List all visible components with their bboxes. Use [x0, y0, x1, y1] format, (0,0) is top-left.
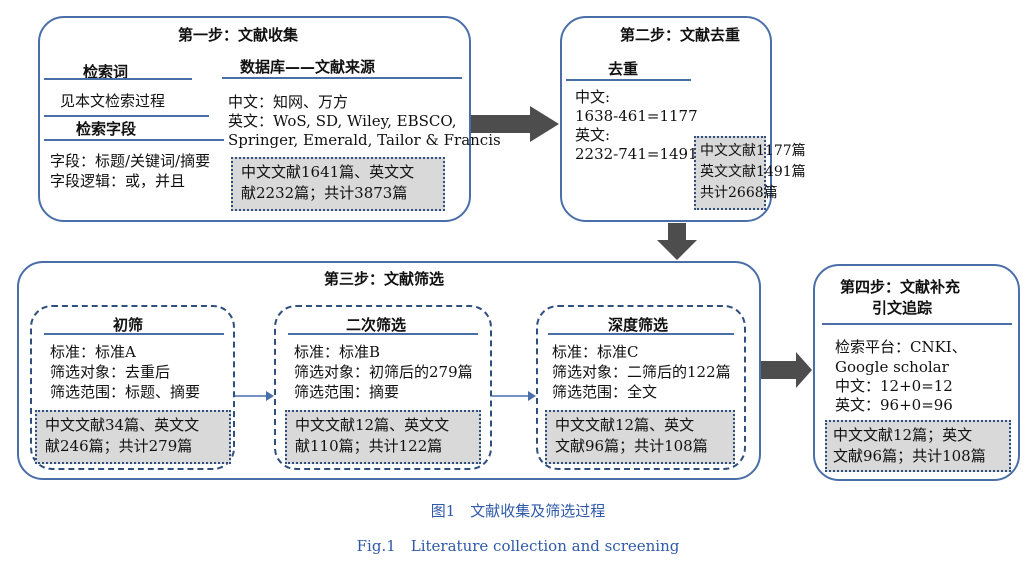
step4-title-line1: 第四步：文献补充	[840, 278, 961, 296]
step4-en: 英文：96+0=96	[835, 396, 953, 414]
step1-keywords-text: 见本文检索过程	[60, 92, 166, 110]
step1-keywords-heading: 检索词	[83, 63, 129, 81]
step2-dedup-rule	[566, 79, 691, 81]
stage1-heading: 初筛	[113, 316, 144, 334]
stage3-line2: 筛选对象：二筛后的122篇	[552, 363, 731, 381]
stage2-result-box: 中文文献12篇、英文文 献110篇；共计122篇	[285, 410, 481, 464]
step1-db-en2: Springer, Emerald, Tailor & Francis	[228, 131, 501, 149]
step1-keywords-rule	[44, 78, 192, 80]
step4-title-line2: 引文追踪	[872, 299, 933, 317]
step1-result-box: 中文文献1641篇、英文文 献2232篇；共计3873篇	[231, 157, 445, 211]
step1-fields-heading: 检索字段	[76, 120, 137, 138]
step4-rule	[822, 323, 1012, 325]
step1-fields-rule	[44, 139, 224, 141]
caption-cn: 图1 文献收集及筛选过程	[430, 502, 606, 520]
step4-cn: 中文：12+0=12	[835, 377, 953, 395]
step2-en-label: 英文:	[575, 126, 611, 144]
step2-dedup-heading: 去重	[608, 60, 639, 78]
stage1-line1: 标准：标准A	[50, 343, 136, 361]
step1-db-rule	[222, 77, 462, 79]
stage2-heading: 二次筛选	[346, 316, 407, 334]
step1-title: 第一步：文献收集	[178, 26, 299, 44]
arrow-stage2-to-stage3-head	[528, 391, 536, 401]
stage3-heading: 深度筛选	[608, 316, 669, 334]
arrow-step1-to-step2	[471, 106, 559, 142]
stage2-line3: 筛选范围：摘要	[294, 383, 400, 401]
arrow-step3-to-step4	[761, 352, 812, 388]
stage2-line1: 标准：标准B	[294, 343, 381, 361]
stage1-line2: 筛选对象：去重后	[50, 363, 171, 381]
stage3-result-box: 中文文献12篇、英文 文献96篇；共计108篇	[545, 410, 735, 464]
step3-title: 第三步：文献筛选	[324, 270, 445, 288]
step1-fields-line2: 字段逻辑：或，并且	[50, 172, 186, 190]
step1-db-cn: 中文：知网、万方	[228, 93, 349, 111]
arrow-step2-to-step3	[657, 223, 697, 260]
step1-fields-rule-top	[44, 115, 209, 117]
step1-db-en1: 英文：WoS, SD, Wiley, EBSCO,	[228, 112, 457, 130]
stage2-rule	[288, 333, 478, 335]
step2-cn-calc: 1638-461=1177	[575, 107, 698, 125]
stage3-line1: 标准：标准C	[552, 343, 639, 361]
stage1-line3: 筛选范围：标题、摘要	[50, 383, 201, 401]
stage3-line3: 筛选范围：全文	[552, 383, 658, 401]
stage1-result-box: 中文文献34篇、英文文 献246篇；共计279篇	[35, 410, 231, 464]
step1-fields-line1: 字段：标题/关键词/摘要	[50, 152, 211, 170]
stage1-rule	[44, 333, 224, 335]
step2-title: 第二步：文献去重	[620, 26, 741, 44]
step4-platform: 检索平台：CNKI、 Google scholar	[835, 338, 967, 376]
stage3-rule	[548, 333, 734, 335]
step2-en-calc: 2232-741=1491	[575, 145, 698, 163]
stage2-line2: 筛选对象：初筛后的279篇	[294, 363, 473, 381]
caption-en: Fig.1 Literature collection and screenin…	[356, 537, 680, 555]
step4-result-box: 中文文献12篇；英文 文献96篇；共计108篇	[825, 420, 1011, 472]
arrow-stage1-to-stage2-head	[266, 391, 274, 401]
step1-db-heading: 数据库——文献来源	[240, 58, 376, 76]
step2-cn-label: 中文:	[575, 88, 611, 106]
